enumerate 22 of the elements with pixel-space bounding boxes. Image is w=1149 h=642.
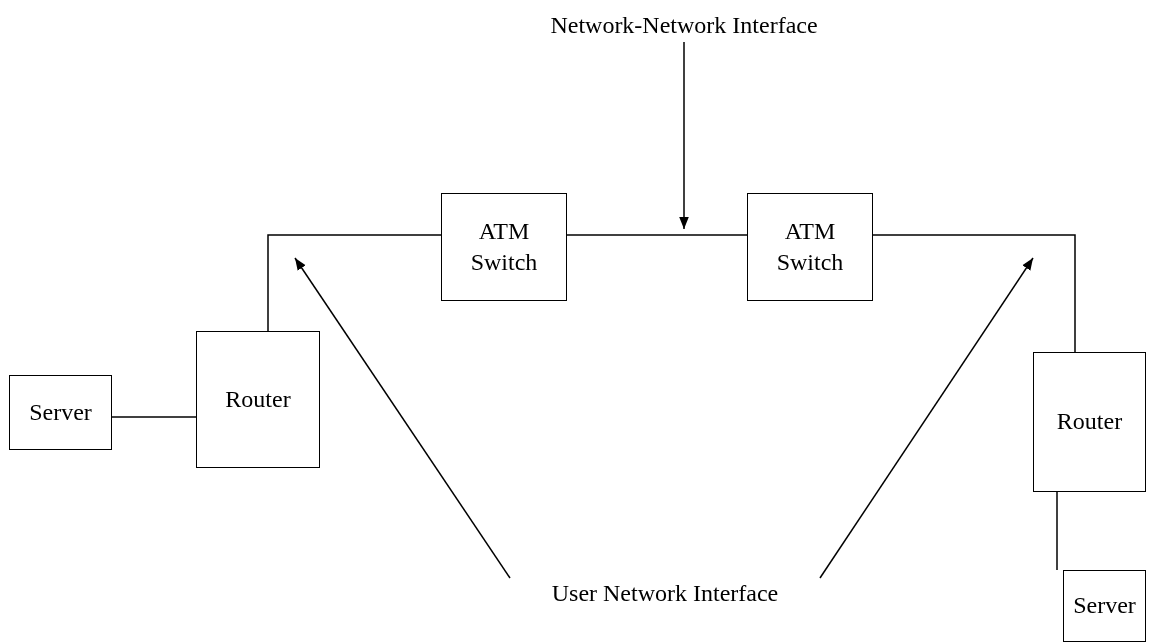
device-box — [441, 193, 567, 301]
interface-label: User Network Interface — [495, 578, 835, 610]
device-box — [1033, 352, 1146, 492]
device-box — [196, 331, 320, 468]
leader-arrow — [679, 41, 689, 230]
device-name: Server — [29, 397, 92, 427]
link-line — [1056, 491, 1058, 571]
interface-label: Network-Network Interface — [505, 10, 863, 42]
link-line — [566, 234, 748, 236]
link-line — [872, 234, 1076, 353]
device-name: ATM Switch — [469, 216, 539, 277]
link-line — [111, 416, 197, 418]
leader-arrow — [294, 257, 511, 579]
device-name: Server — [1073, 591, 1136, 621]
device-box — [1063, 570, 1146, 642]
leader-arrow — [819, 257, 1034, 579]
device-name: ATM Switch — [775, 216, 845, 277]
device-name: Router — [1056, 407, 1123, 437]
device-box — [9, 375, 112, 450]
link-line — [267, 234, 442, 332]
device-box — [747, 193, 873, 301]
device-name: Router — [225, 384, 291, 414]
